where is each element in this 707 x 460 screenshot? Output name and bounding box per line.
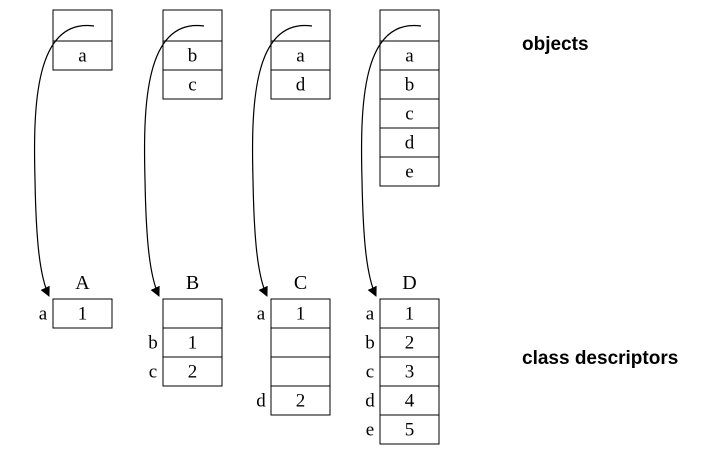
descriptor-field-label: d [365,391,375,412]
descriptor-offset-cell [270,327,331,358]
descriptor-offset-cell [162,298,223,329]
descriptor-field-label: a [39,304,48,325]
descriptor-offset-value: 2 [296,391,306,412]
class-descriptor-A: A 1 a [39,272,113,329]
object-field-name: d [405,133,415,154]
descriptor-field-label: c [366,362,374,383]
class-name: C [294,272,307,294]
descriptor-offset-cell [162,327,223,358]
class-name: B [186,272,199,294]
object-field-cell [162,69,223,100]
descriptor-offset-value: 1 [78,304,88,325]
descriptors-group: A 1 a B 1 b 2 c C 1 a 2 d D 1 a 2 b 3 c 4 d 5 e [39,272,440,445]
descriptor-offset-cell [379,414,440,445]
object-field-cell [379,69,440,100]
class-descriptors-label: class descriptors [522,348,679,369]
descriptor-offset-cell [379,356,440,387]
descriptor-offset-value: 3 [405,362,415,383]
object-3: ad [270,9,331,100]
descriptor-offset-value: 1 [296,304,306,325]
descriptor-offset-value: 2 [405,333,415,354]
descriptor-offset-value: 2 [188,362,198,383]
object-field-cell [379,98,440,129]
descriptor-field-label: b [365,333,375,354]
descriptor-offset-cell [270,356,331,387]
class-name: A [75,272,90,294]
object-field-cell [162,40,223,71]
descriptor-offset-cell [52,298,113,329]
object-field-cell [52,40,113,71]
descriptor-field-label: c [149,362,157,383]
pointer-arrow-B [143,25,205,297]
object-1: a [52,9,113,71]
descriptor-field-label: d [256,391,266,412]
object-field-name: a [405,46,414,67]
object-field-name: b [405,75,415,96]
descriptor-offset-cell [379,385,440,416]
object-field-cell [379,156,440,187]
class-descriptor-B: B 1 b 2 c [148,272,223,387]
class-descriptor-C: C 1 a 2 d [256,272,331,416]
object-2: bc [162,9,223,100]
object-field-name: c [188,75,196,96]
descriptor-field-label: a [257,304,266,325]
object-field-name: e [405,162,413,183]
descriptor-offset-value: 4 [405,391,415,412]
descriptor-offset-value: 1 [405,304,415,325]
object-field-name: a [78,46,87,67]
arrows-group [33,25,422,297]
class-name: D [402,272,416,294]
descriptor-offset-cell [379,298,440,329]
pointer-arrow-D [360,25,422,297]
object-field-name: a [296,46,305,67]
class-descriptor-D: D 1 a 2 b 3 c 4 d 5 e [365,272,440,445]
object-field-name: b [188,46,198,67]
pointer-arrow-A [33,25,95,297]
descriptor-offset-cell [379,327,440,358]
descriptor-offset-cell [270,298,331,329]
descriptor-offset-cell [162,356,223,387]
descriptor-offset-value: 5 [405,420,415,441]
object-field-name: d [296,75,306,96]
pointer-arrow-C [251,25,313,297]
descriptor-offset-value: 1 [188,333,198,354]
objects-label: objects [522,34,589,55]
descriptor-offset-cell [270,385,331,416]
object-field-name: c [405,104,413,125]
descriptor-field-label: a [366,304,375,325]
descriptor-field-label: b [148,333,158,354]
object-field-cell [270,69,331,100]
object-field-cell [379,40,440,71]
descriptor-field-label: e [366,420,374,441]
